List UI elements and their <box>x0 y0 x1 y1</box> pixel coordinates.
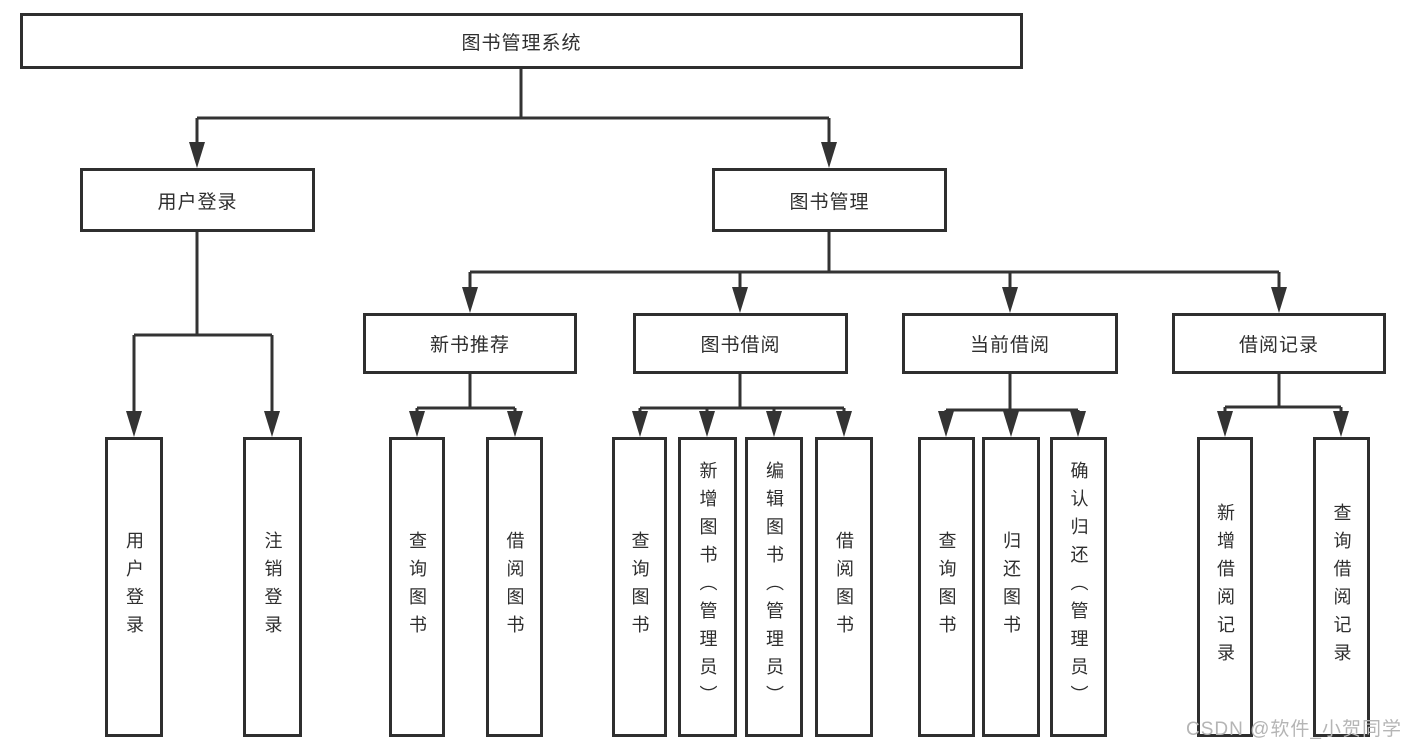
node-label: 查询图书 <box>629 531 650 643</box>
node-label: 查询图书 <box>407 531 427 643</box>
node-label: 注销登录 <box>262 531 283 643</box>
leaf-logout: 注销登录 <box>243 437 302 737</box>
node-label: 当前借阅 <box>969 335 1050 356</box>
leaf-bb-query-books: 查询图书 <box>612 437 667 737</box>
node-label: 借阅图书 <box>834 531 854 643</box>
leaf-nbr-query-books: 查询图书 <box>389 437 445 737</box>
node-label: 新增借阅记录 <box>1215 503 1235 671</box>
node-label: 查询借阅记录 <box>1331 503 1352 671</box>
node-label: 确认归还（管理员） <box>1068 461 1089 713</box>
leaf-bb-borrow-books: 借阅图书 <box>815 437 873 737</box>
leaf-nbr-borrow-books: 借阅图书 <box>486 437 543 737</box>
leaf-bb-add-books-admin: 新增图书（管理员） <box>678 437 737 737</box>
leaf-user-login: 用户登录 <box>105 437 163 737</box>
node-new-book-recommend: 新书推荐 <box>363 313 577 374</box>
branch-book-management: 图书管理 <box>712 168 947 232</box>
node-library-management-system: 图书管理系统 <box>20 13 1023 69</box>
leaf-cb-query-books: 查询图书 <box>918 437 975 737</box>
leaf-br-query-borrow-record: 查询借阅记录 <box>1313 437 1370 737</box>
node-label: 查询图书 <box>936 531 957 643</box>
node-label: 图书管理 <box>789 191 870 213</box>
node-label: 图书借阅 <box>700 335 781 356</box>
node-current-borrow: 当前借阅 <box>902 313 1118 374</box>
leaf-bb-edit-books-admin: 编辑图书（管理员） <box>745 437 803 737</box>
node-label: 借阅记录 <box>1238 335 1319 356</box>
node-book-borrow: 图书借阅 <box>633 313 848 374</box>
node-label: 编辑图书（管理员） <box>764 461 784 713</box>
node-label: 图书管理系统 <box>461 32 582 54</box>
node-label: 新书推荐 <box>429 335 510 356</box>
branch-user-login: 用户登录 <box>80 168 315 232</box>
leaf-cb-confirm-return-admin: 确认归还（管理员） <box>1050 437 1107 737</box>
connector-arrowheads <box>126 142 1349 437</box>
csdn-watermark: CSDN @软件_小贺同学 <box>1186 719 1402 740</box>
node-label: 借阅图书 <box>504 531 525 643</box>
leaf-cb-return-books: 归还图书 <box>982 437 1040 737</box>
node-label: 新增图书（管理员） <box>697 461 718 713</box>
node-label: 用户登录 <box>157 191 238 213</box>
node-borrow-records: 借阅记录 <box>1172 313 1386 374</box>
node-label: 归还图书 <box>1001 531 1021 643</box>
leaf-br-add-borrow-record: 新增借阅记录 <box>1197 437 1253 737</box>
node-label: 用户登录 <box>124 531 144 643</box>
